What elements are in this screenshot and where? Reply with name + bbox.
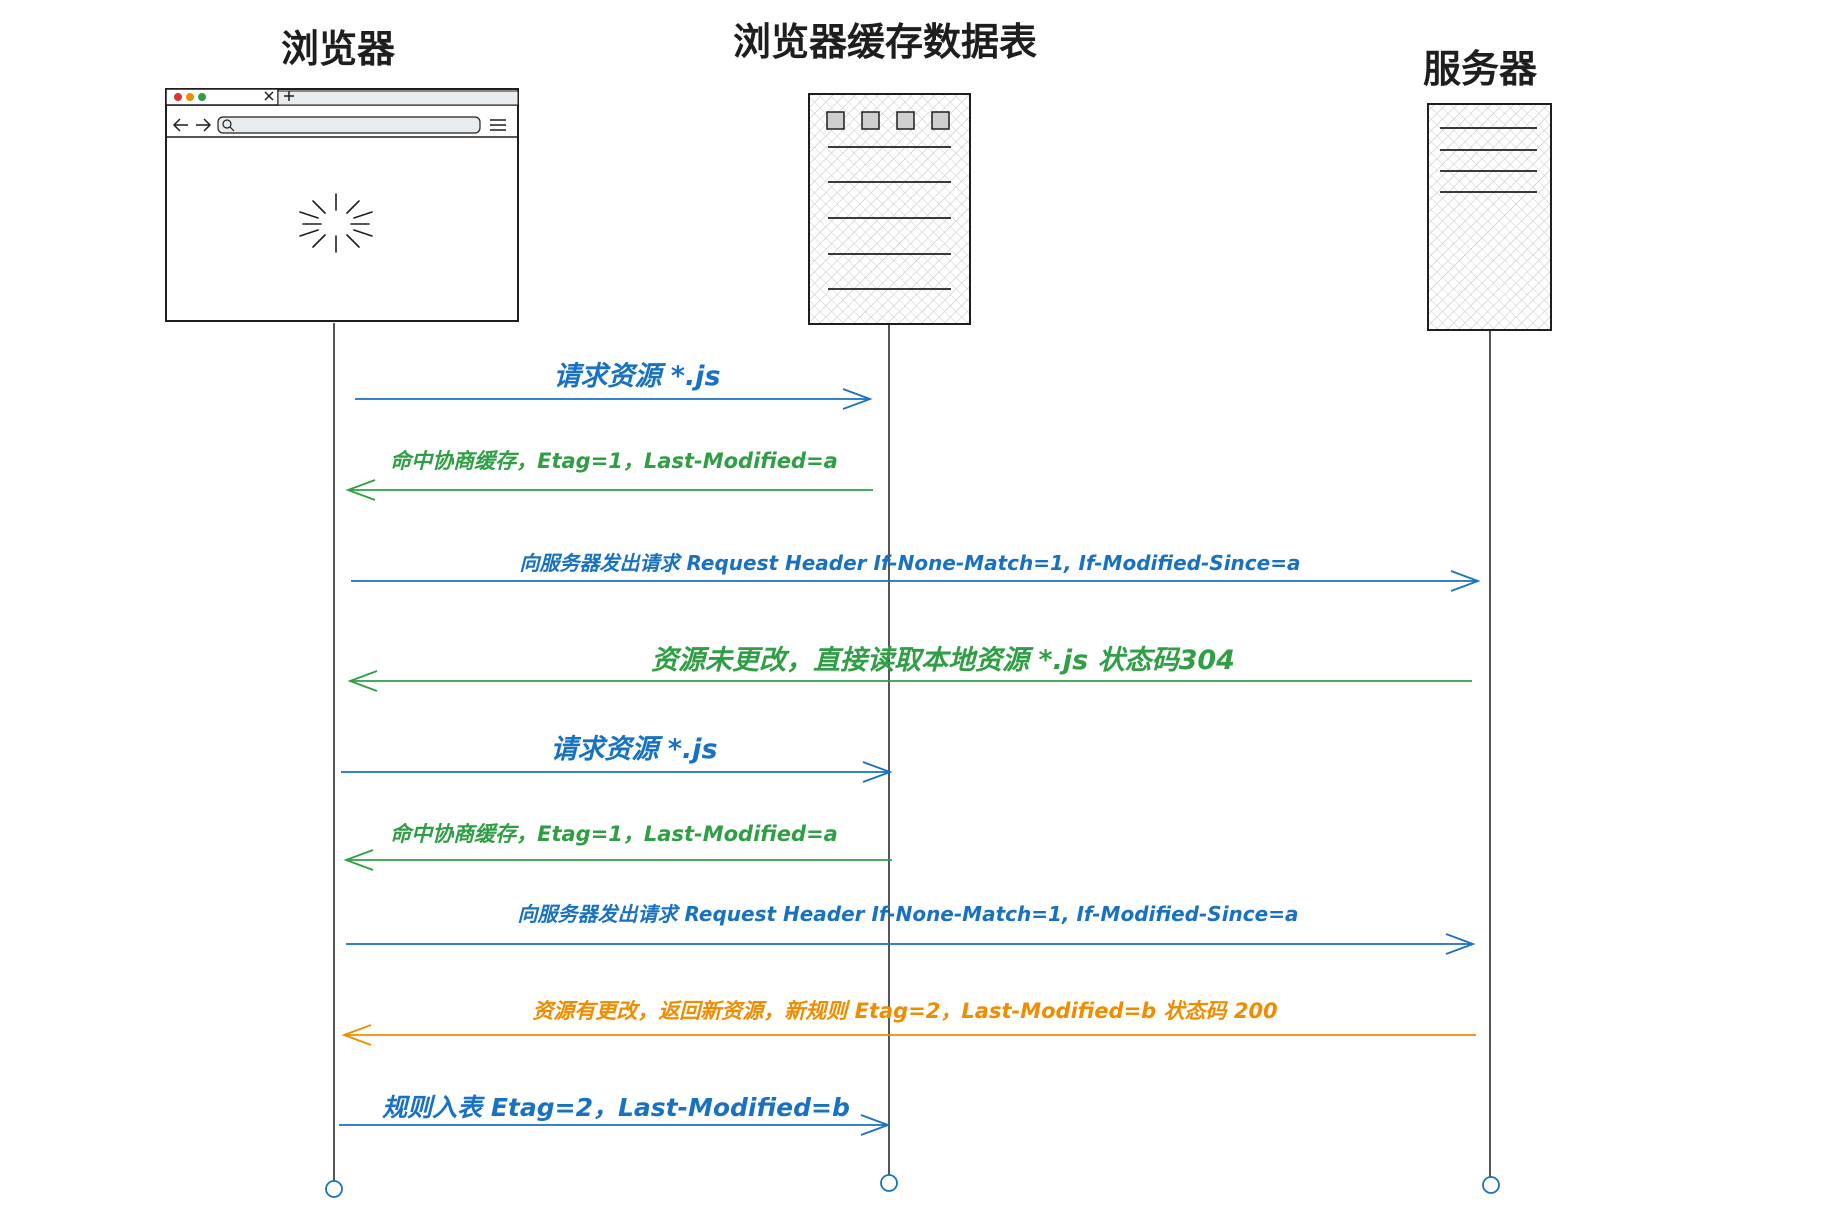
browser-lifeline-end [325, 1180, 343, 1198]
message-6-label: 命中协商缓存，Etag=1，Last-Modified=a [390, 822, 838, 846]
browser-header: 浏览器 [281, 27, 396, 71]
message-3-label: 向服务器发出请求 Request Header If-None-Match=1,… [520, 551, 1301, 575]
server-document [1427, 103, 1552, 331]
window-minimize-dot[interactable] [186, 93, 194, 101]
window-maximize-dot[interactable] [198, 93, 206, 101]
arrow-left-icon[interactable] [172, 118, 188, 132]
browser-window [165, 88, 519, 322]
message-2: 命中协商缓存，Etag=1，Last-Modified=a [345, 449, 873, 501]
message-7-label: 向服务器发出请求 Request Header If-None-Match=1,… [518, 902, 1299, 926]
address-bar[interactable] [217, 116, 481, 134]
message-8: 资源有更改，返回新资源，新规则 Etag=2，Last-Modified=b 状… [341, 999, 1476, 1046]
message-5-label: 请求资源 *.js [550, 734, 717, 765]
arrow-right-icon[interactable] [196, 118, 212, 132]
hamburger-icon[interactable] [490, 119, 506, 131]
message-4: 资源未更改，直接读取本地资源 *.js 状态码304 [347, 645, 1472, 692]
server-lifeline-end [1482, 1176, 1500, 1194]
cache-lifeline-end [880, 1174, 898, 1192]
close-icon[interactable] [264, 91, 274, 101]
cache-table-document [808, 93, 971, 325]
message-7: 向服务器发出请求 Request Header If-None-Match=1,… [346, 902, 1476, 955]
message-1: 请求资源 *.js [355, 361, 873, 410]
server-header: 服务器 [1423, 47, 1538, 91]
message-9-label: 规则入表 Etag=2，Last-Modified=b [382, 1093, 850, 1122]
message-8-label: 资源有更改，返回新资源，新规则 Etag=2，Last-Modified=b 状… [532, 999, 1277, 1023]
plus-icon[interactable] [284, 91, 294, 101]
window-close-dot[interactable] [174, 93, 182, 101]
message-6: 命中协商缓存，Etag=1，Last-Modified=a [343, 822, 892, 871]
message-9: 规则入表 Etag=2，Last-Modified=b [339, 1093, 891, 1136]
spinner-icon [299, 193, 373, 253]
cache-table-header: 浏览器缓存数据表 [733, 20, 1037, 64]
message-5: 请求资源 *.js [341, 734, 893, 783]
message-3: 向服务器发出请求 Request Header If-None-Match=1,… [351, 551, 1481, 592]
message-2-label: 命中协商缓存，Etag=1，Last-Modified=a [390, 449, 838, 473]
message-1-label: 请求资源 *.js [553, 361, 720, 392]
search-icon [222, 119, 235, 132]
message-4-label: 资源未更改，直接读取本地资源 *.js 状态码304 [651, 645, 1235, 676]
